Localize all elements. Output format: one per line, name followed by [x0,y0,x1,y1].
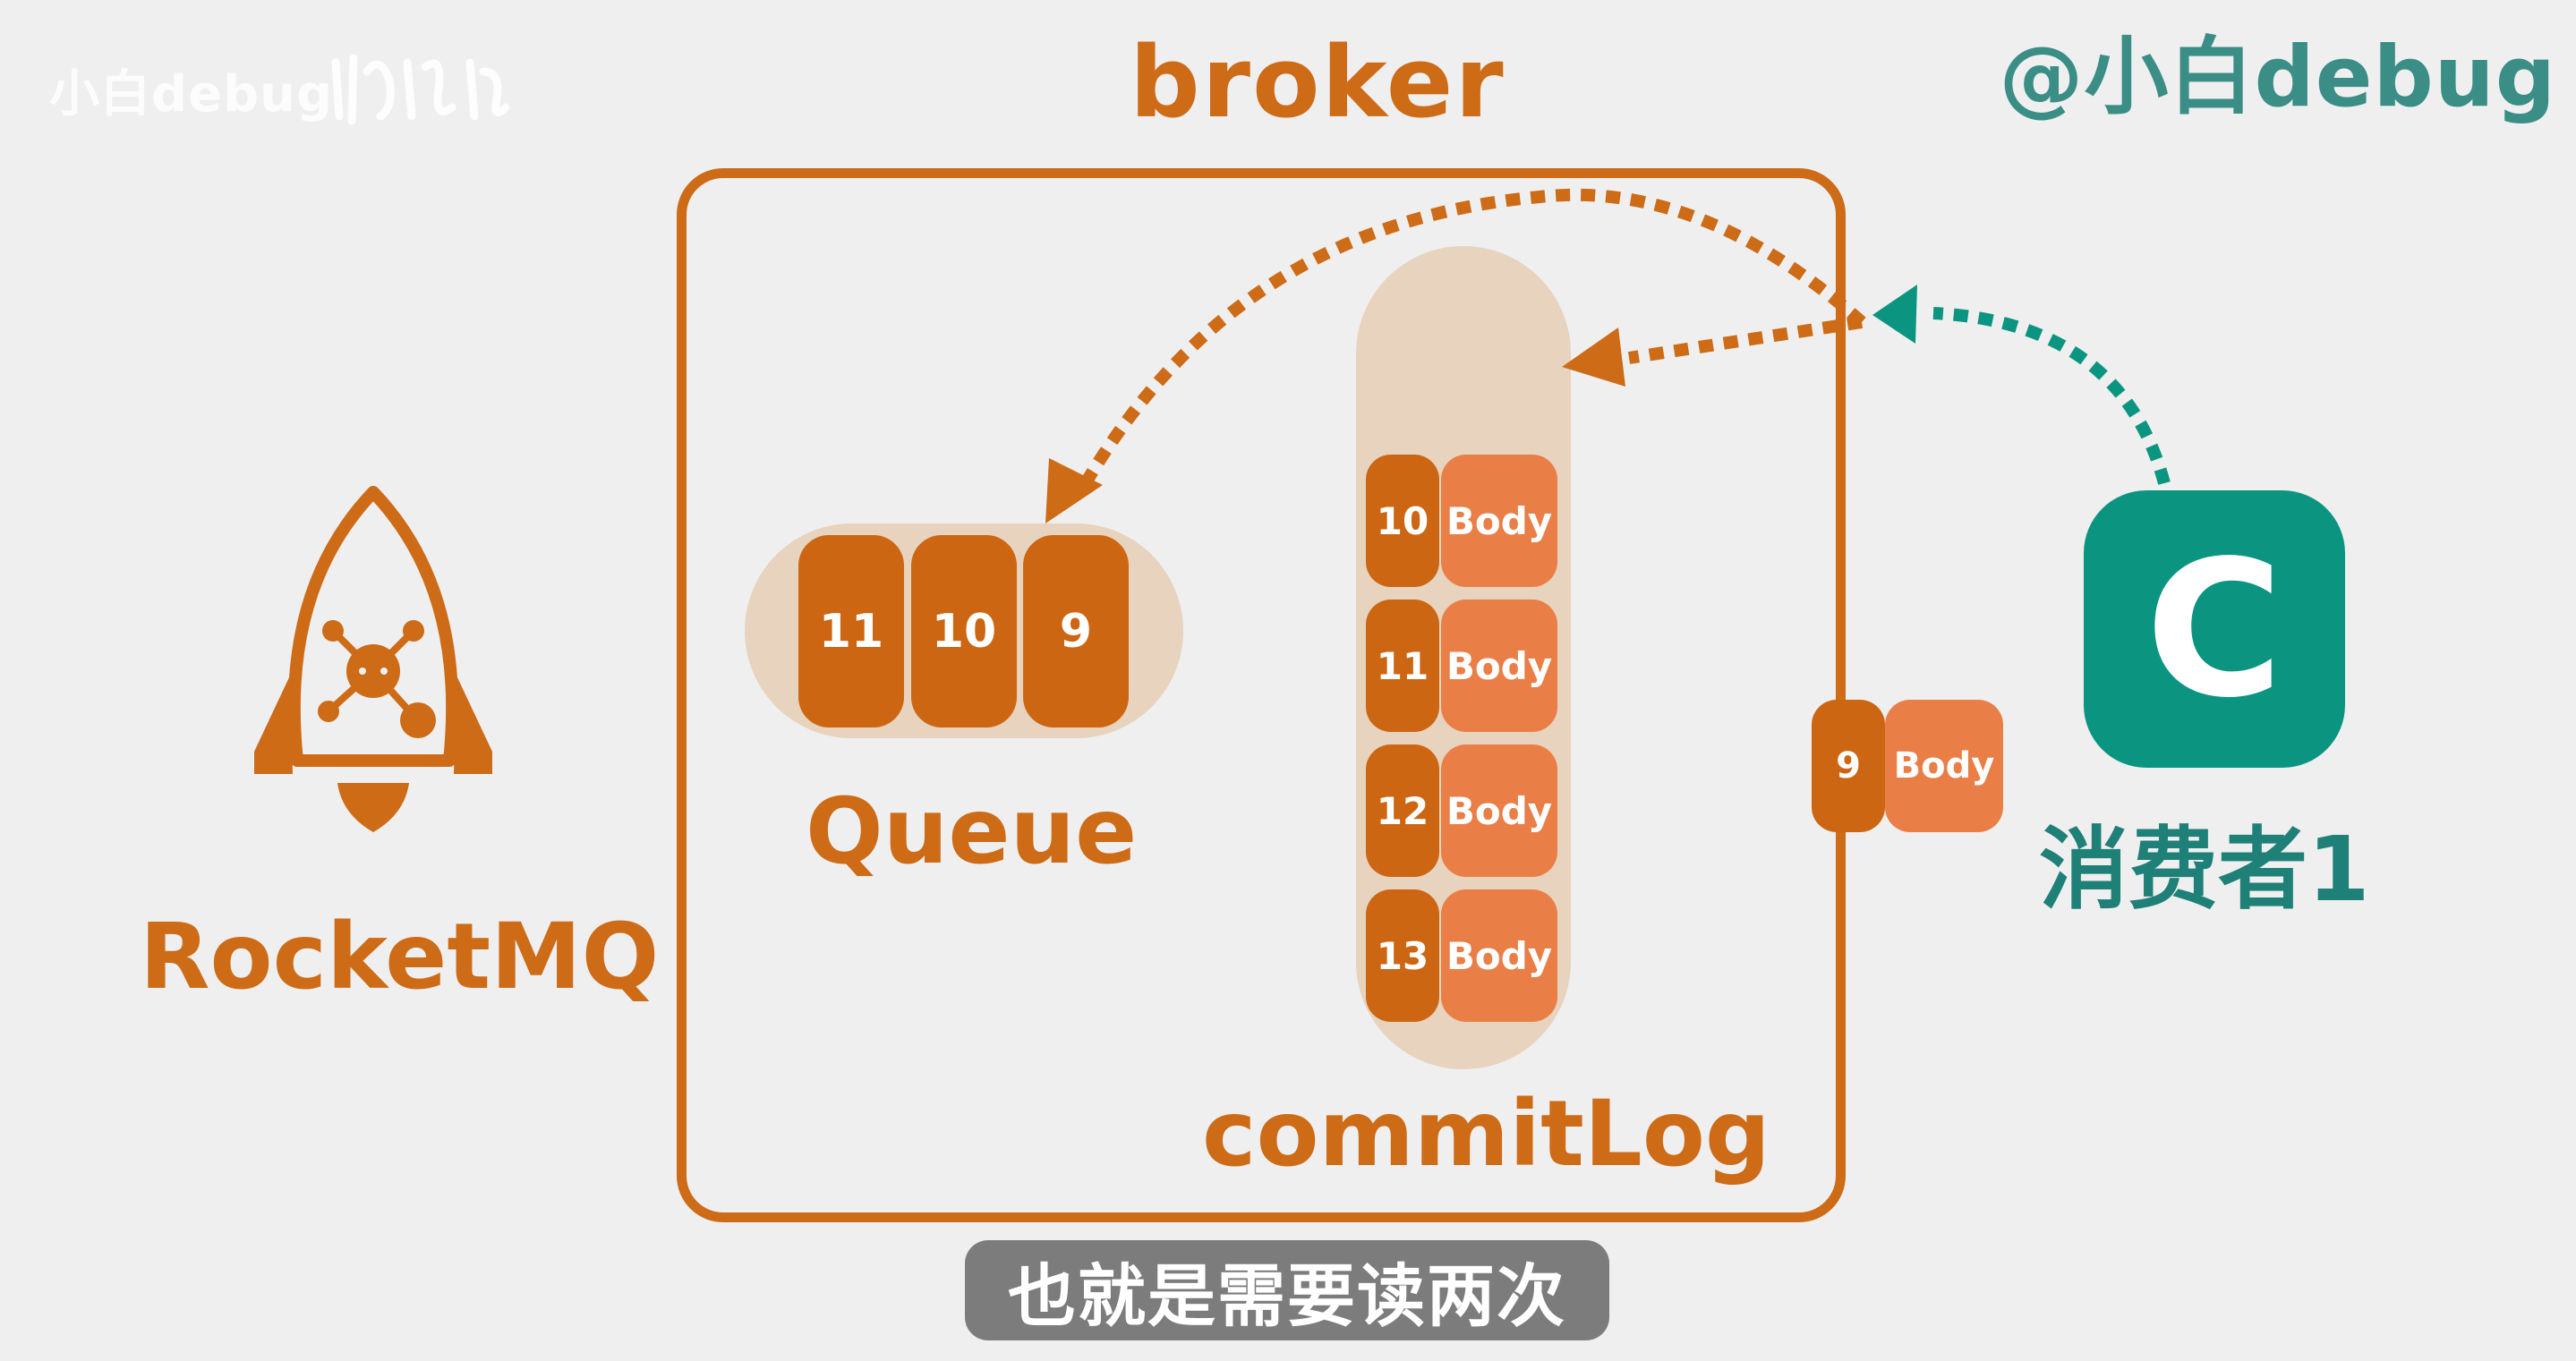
to-queue-arrowhead [1045,458,1103,523]
rocketmq-label: RocketMQ [140,904,660,1010]
commitlog-offset: 12 [1366,744,1439,877]
broker-frame [677,168,1846,1222]
watermark-scribble-icon [331,54,510,125]
to-commitlog-arrow [1627,316,1864,364]
author-handle: @小白debug [1999,29,2556,126]
commitlog-body: Body [1441,889,1557,1022]
consumer-icon: C [2084,490,2345,768]
subtitle-caption: 也就是需要读两次 [965,1240,1609,1340]
message-body: Body [1885,700,2003,832]
commitlog-offset: 13 [1366,889,1439,1022]
commitlog-offset: 10 [1366,455,1439,587]
consumer-label: 消费者1 [2039,817,2370,922]
queue-cell: 10 [911,535,1017,727]
commitlog-body: Body [1441,744,1557,877]
rocket-icon [254,486,492,832]
to-commitlog-arrowhead [1562,327,1625,387]
queue-cell: 9 [1023,535,1129,727]
watermark-left: 小白debug [49,65,334,123]
commitlog-label: commitLog [1202,1081,1770,1187]
to-queue-arrow [1077,188,1866,491]
queue-cell: 11 [798,535,904,727]
consumer-request-arrow [1932,307,2171,485]
queue-label: Queue [806,778,1138,885]
commitlog-offset: 11 [1366,600,1439,732]
broker-title: broker [1130,25,1506,140]
commitlog-body: Body [1441,600,1557,732]
consumer-request-arrowhead [1872,285,1917,344]
commitlog-body: Body [1441,455,1557,587]
message-offset: 9 [1812,700,1885,832]
